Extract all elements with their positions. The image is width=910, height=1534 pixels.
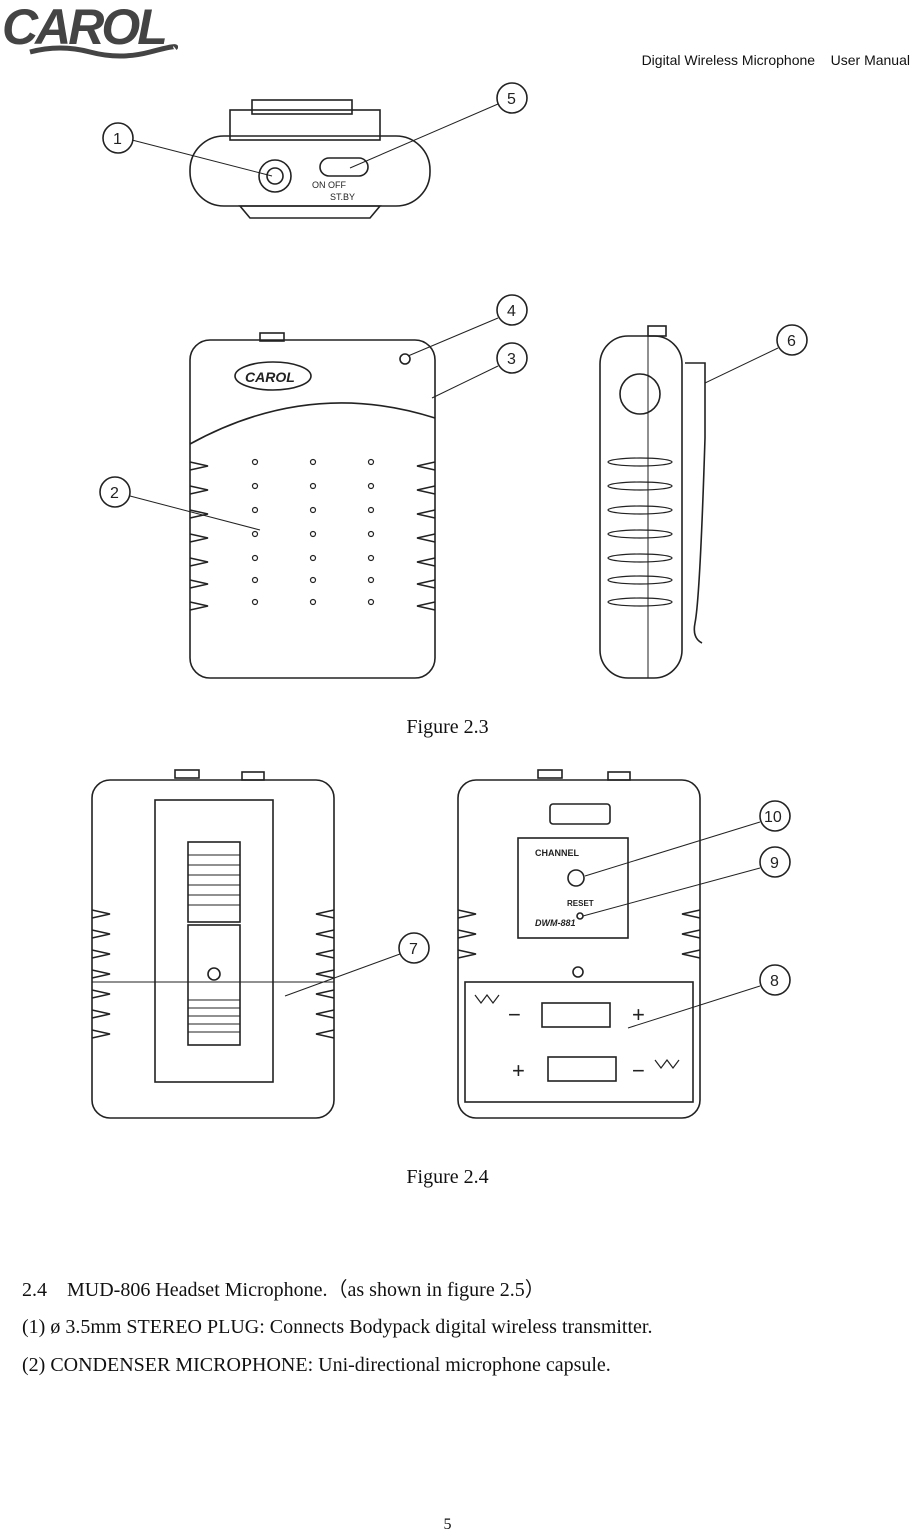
svg-text:CAROL: CAROL xyxy=(245,369,295,385)
svg-text:2: 2 xyxy=(110,485,119,502)
svg-text:CHANNEL: CHANNEL xyxy=(535,848,580,858)
svg-text:+: + xyxy=(512,1058,525,1083)
callout-3 xyxy=(496,342,528,374)
svg-text:OFF: OFF xyxy=(328,180,346,190)
figure-2-3-drawing: OFF ST.BY ON 1 5 CAROL 2 4 xyxy=(99,82,808,679)
carol-logo: CAROL xyxy=(2,0,178,59)
svg-text:ST.BY: ST.BY xyxy=(330,192,355,202)
svg-text:8: 8 xyxy=(770,973,779,990)
svg-text:10: 10 xyxy=(764,809,782,826)
callout-8 xyxy=(759,964,791,996)
rear-view xyxy=(91,769,335,1119)
svg-text:3: 3 xyxy=(507,351,516,368)
logo-text: CAROL xyxy=(2,0,165,55)
open-view: CHANNEL RESET DWM-881 − + + − xyxy=(457,769,701,1119)
callout-2 xyxy=(99,476,131,508)
callout-9 xyxy=(759,846,791,878)
callout-10 xyxy=(759,800,791,832)
callout-6 xyxy=(776,324,808,356)
svg-text:7: 7 xyxy=(409,941,418,958)
callout-5 xyxy=(496,82,528,114)
side-view xyxy=(599,325,706,679)
svg-text:6: 6 xyxy=(787,333,796,350)
svg-text:5: 5 xyxy=(507,91,516,108)
figure-2-3-caption: Figure 2.3 xyxy=(406,716,489,738)
svg-text:RESET: RESET xyxy=(567,899,594,908)
svg-text:9: 9 xyxy=(770,855,779,872)
figure-2-4-drawing: 7 CHANNEL RESET DWM-881 − + + − 10 9 8 xyxy=(91,769,791,1119)
top-view: OFF ST.BY ON xyxy=(189,99,431,219)
callout-4 xyxy=(496,294,528,326)
section-heading: 2.4 MUD-806 Headset Microphone.（as shown… xyxy=(22,1279,545,1301)
svg-text:DWM-881: DWM-881 xyxy=(535,918,576,928)
svg-text:ON: ON xyxy=(312,180,326,190)
svg-text:−: − xyxy=(508,1002,521,1027)
header-title: Digital Wireless Microphone User Manual xyxy=(641,52,910,68)
list-item: (2) CONDENSER MICROPHONE: Uni-directiona… xyxy=(22,1354,611,1376)
callout-1 xyxy=(102,122,134,154)
svg-text:1: 1 xyxy=(113,131,122,148)
callout-7 xyxy=(398,932,430,964)
svg-text:4: 4 xyxy=(507,303,516,320)
svg-text:−: − xyxy=(632,1058,645,1083)
page-number: 5 xyxy=(443,1516,452,1533)
svg-text:+: + xyxy=(632,1002,645,1027)
figure-2-4-caption: Figure 2.4 xyxy=(406,1166,489,1188)
list-item: (1) ø 3.5mm STEREO PLUG: Connects Bodypa… xyxy=(22,1316,653,1338)
front-view: CAROL xyxy=(189,332,436,679)
